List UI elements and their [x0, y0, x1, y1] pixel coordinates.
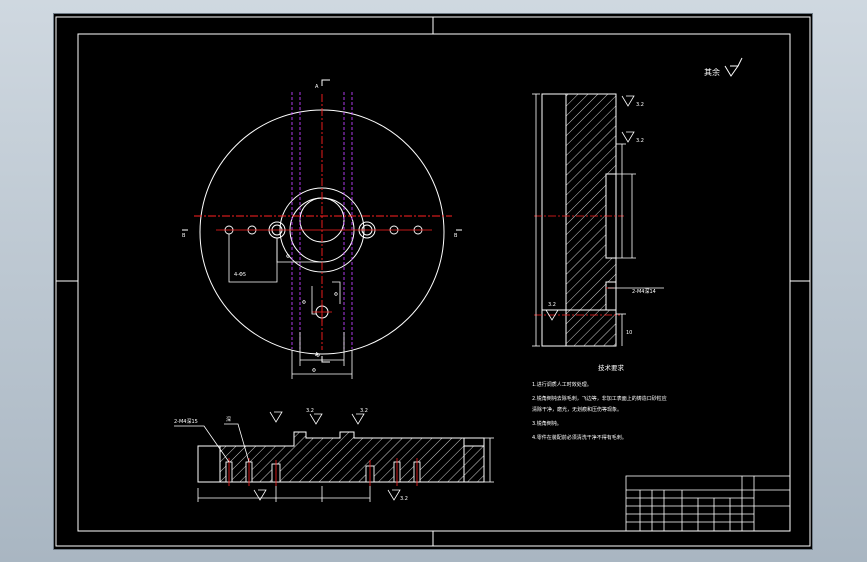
roughness-symbol-icon — [724, 65, 739, 77]
bottom-roughness-3: 3.2 — [360, 408, 368, 414]
section-mark-b-right: B — [454, 233, 458, 239]
surface-finish-note: 其余 — [704, 57, 743, 77]
engineering-drawing: 其余 — [55, 16, 811, 547]
dim-width-inner: Φ — [316, 353, 320, 359]
side-dim-base: 10 — [626, 330, 632, 336]
hidden-lines — [291, 92, 353, 349]
side-hatched-body — [565, 93, 617, 311]
side-section-view: 3.2 3.2 2-M4深14 3.2 10 — [532, 93, 664, 347]
tech-req-item-2: 2.锐角倒钝去除毛刺，飞边等，非加工表面上的铸造口砂粒应 — [532, 395, 667, 402]
bolt-holes — [224, 221, 423, 319]
bottom-depth-callout: 深 — [226, 416, 231, 423]
front-dimensions — [228, 234, 353, 379]
bottom-section-view: 2-M4深15 深 3.2 3.2 3.2 — [174, 408, 494, 502]
title-block — [625, 475, 791, 532]
dim-bolt-circle: Φ — [286, 254, 290, 260]
tech-req-item-3: 清除干净，磨光，无划痕和压伤等现象。 — [532, 406, 622, 413]
bottom-roughness-2: 3.2 — [306, 408, 314, 414]
bottom-hatched-body — [197, 431, 485, 483]
dim-hole-b: Φ — [334, 292, 338, 298]
tech-req-item-5: 4.零件在装配前必须清洗干净不得有毛刺。 — [532, 434, 627, 441]
hole-center-marks — [216, 229, 432, 322]
bottom-thread-callout: 2-M4深15 — [174, 418, 198, 425]
section-mark-a-top: A — [315, 84, 319, 90]
tech-req-item-1: 1.进行调质人工时效处理。 — [532, 381, 592, 388]
sheet-inner-border — [77, 33, 791, 532]
tech-req-item-4: 3.锐角倒钝。 — [532, 420, 562, 427]
side-roughness-bottom: 3.2 — [548, 302, 556, 308]
bottom-roughness-4: 3.2 — [400, 496, 408, 502]
tech-req-title: 技术要求 — [598, 363, 625, 372]
side-roughness-mid: 3.2 — [636, 138, 644, 144]
technical-requirements: 技术要求 1.进行调质人工时效处理。 2.锐角倒钝去除毛刺，飞边等，非加工表面上… — [532, 363, 667, 441]
bottom-dimensions — [174, 411, 494, 502]
side-dimensions — [532, 93, 664, 347]
side-roughness-top: 3.2 — [636, 102, 644, 108]
dim-hole-a: Φ — [302, 300, 306, 306]
centering-marks — [56, 17, 810, 546]
dim-width-outer: Φ — [312, 368, 316, 374]
cad-viewport[interactable]: 其余 — [54, 14, 812, 549]
front-view: A A B B 4-Φ5 Φ Φ Φ Φ Φ — [182, 79, 462, 379]
side-dim-thread: 2-M4深14 — [632, 288, 656, 295]
dim-holes: 4-Φ5 — [234, 272, 246, 278]
section-mark-a-bottom: A — [315, 352, 319, 358]
surface-finish-label: 其余 — [704, 67, 720, 77]
section-mark-b-left: B — [182, 233, 186, 239]
